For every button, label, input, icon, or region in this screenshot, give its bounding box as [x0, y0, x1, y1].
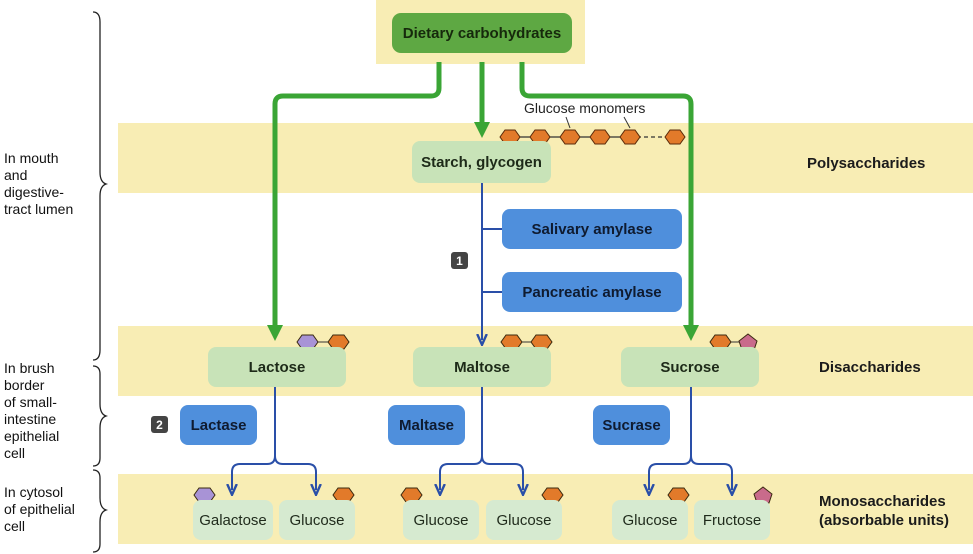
brace-brush-border: [92, 365, 109, 467]
galactose-box: Galactose: [193, 500, 273, 540]
glucose-hexagon: [589, 129, 611, 145]
arrow-to-glucose-3: [481, 455, 523, 490]
green-arrows: [266, 62, 700, 342]
level-label-polysaccharides: Polysaccharides: [807, 155, 926, 172]
brace-lumen: [92, 11, 109, 361]
arrow-to-glucose-4: [649, 455, 692, 490]
arrow-to-lactose: [266, 62, 442, 342]
level-label-monosaccharides: Monosaccharides (absorbable units): [819, 493, 950, 529]
lactose-molecule: [296, 334, 350, 350]
blue-arrows: [232, 183, 732, 490]
glucose-box-1: Glucose: [279, 500, 355, 540]
fructose-box: Fructose: [694, 500, 770, 540]
lactose-box: Lactose: [208, 347, 346, 387]
glucose-box-2: Glucose: [403, 500, 479, 540]
level-label-disaccharides: Disaccharides: [819, 359, 921, 376]
dietary-carbohydrates-box: Dietary carbohydrates: [392, 13, 572, 53]
maltose-molecule: [500, 334, 553, 350]
region-label-lumen: In mouth and digestive- tract lumen: [4, 150, 74, 217]
glucose-monomer-chain: [499, 116, 686, 145]
salivary-amylase-box: Salivary amylase: [502, 209, 682, 249]
step-2-badge: 2: [151, 416, 168, 433]
sucrose-molecule: [709, 333, 758, 351]
region-label-cytosol: In cytosol of epithelial cell: [4, 484, 75, 534]
glucose-hexagon: [664, 129, 686, 145]
glucose-hexagon: [559, 129, 581, 145]
starch-glycogen-box: Starch, glycogen: [412, 141, 551, 183]
glucose-hexagon: [619, 129, 641, 145]
maltase-box: Maltase: [388, 405, 465, 445]
arrow-to-fructose: [690, 455, 732, 490]
sucrase-box: Sucrase: [593, 405, 670, 445]
region-label-brush-border: In brush border of small- intestine epit…: [4, 360, 60, 461]
brace-cytosol: [92, 469, 109, 553]
arrow-to-sucrose: [519, 62, 700, 342]
arrow-to-galactose: [232, 455, 276, 490]
step-1-badge: 1: [451, 252, 468, 269]
glucose-monomers-caption: Glucose monomers: [524, 100, 646, 116]
pancreatic-amylase-box: Pancreatic amylase: [502, 272, 682, 312]
lactase-box: Lactase: [180, 405, 257, 445]
arrow-to-glucose-2: [440, 455, 483, 490]
maltose-box: Maltose: [413, 347, 551, 387]
glucose-box-3: Glucose: [486, 500, 562, 540]
glucose-box-4: Glucose: [612, 500, 688, 540]
arrow-to-glucose-1: [274, 455, 316, 490]
monosaccharide-molecules: [193, 486, 773, 504]
sucrose-box: Sucrose: [621, 347, 759, 387]
